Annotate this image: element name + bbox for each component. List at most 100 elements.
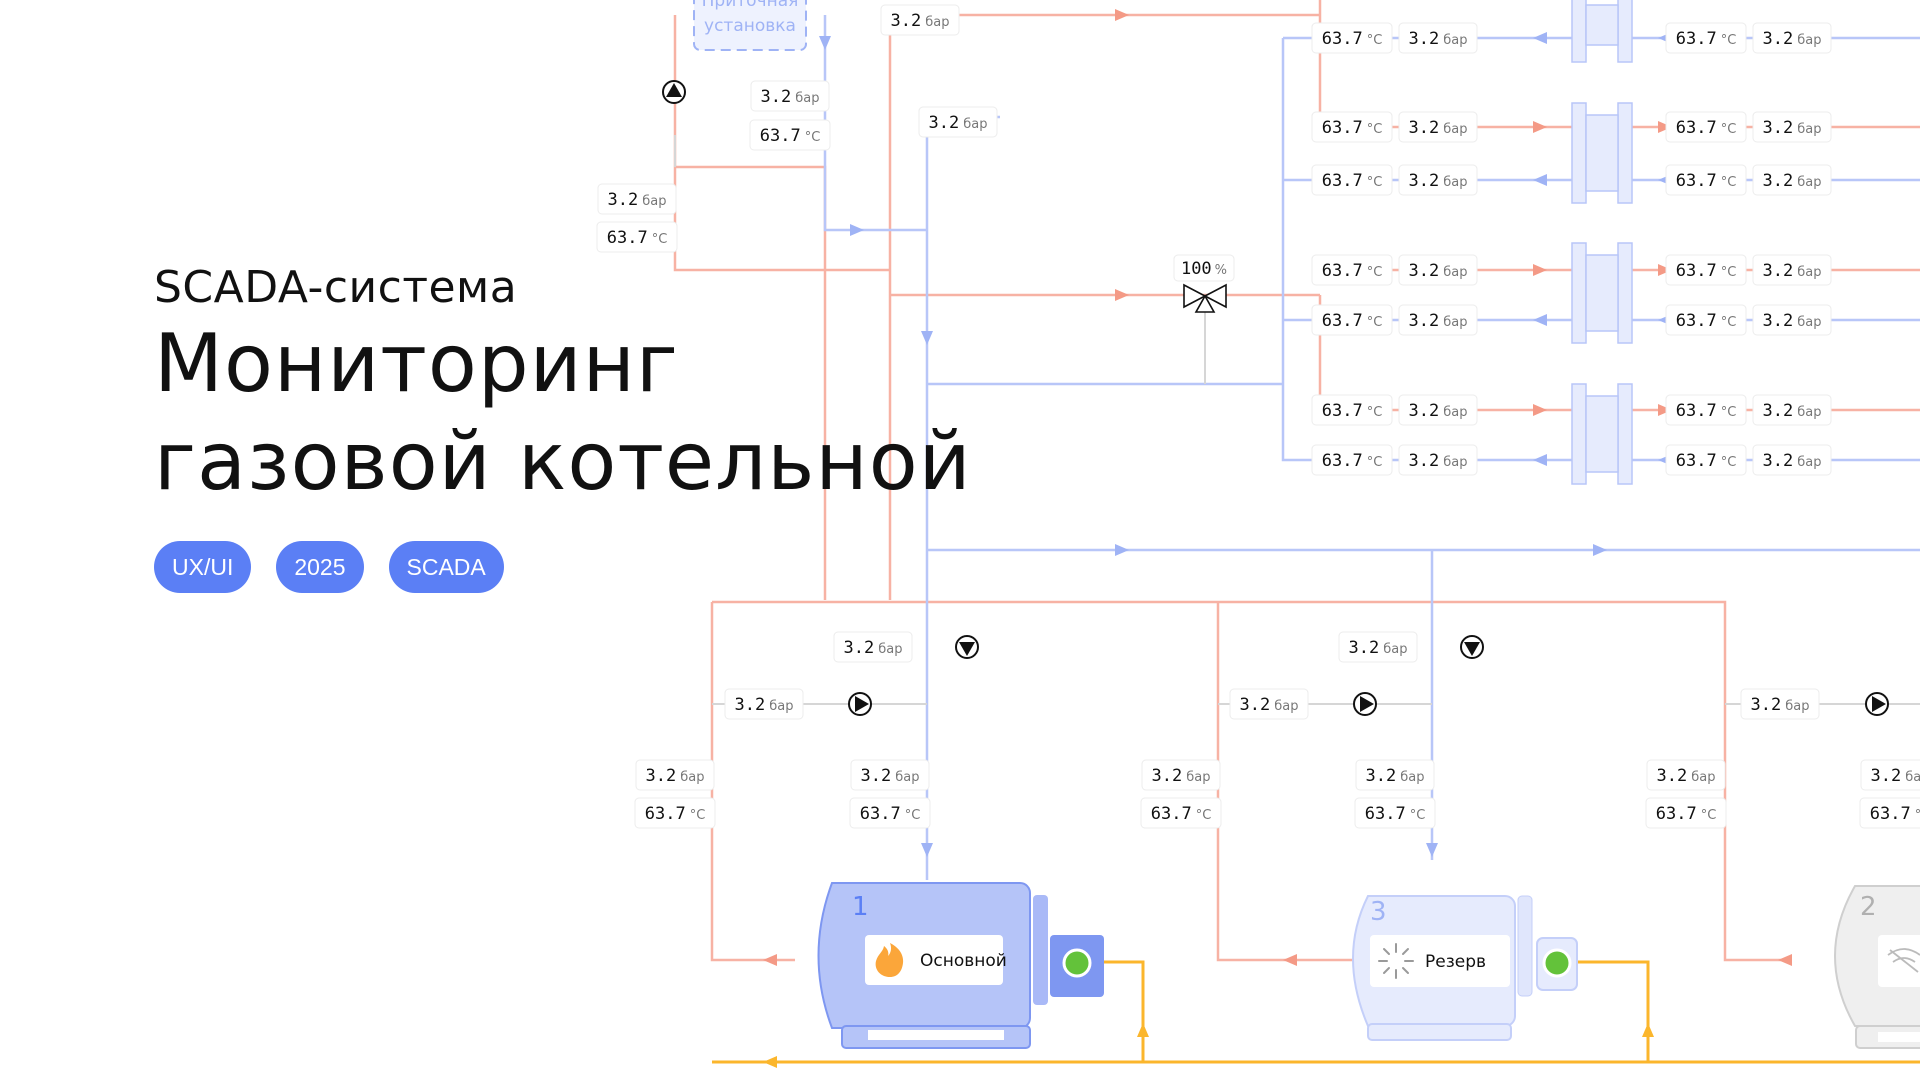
reading-unit: бар (1797, 265, 1821, 280)
supply-unit-label-1: Приточная (702, 0, 799, 11)
reading-value: 63.7 (1676, 311, 1717, 331)
valve-open-unit: % (1215, 263, 1227, 278)
boiler-2-number: 2 (1860, 892, 1877, 922)
reading-unit: °C (1721, 33, 1737, 48)
reading-unit: °C (1196, 808, 1212, 823)
page-title-line-2: газовой котельной (154, 415, 972, 508)
svg-text:63.7°C: 63.7°C (607, 228, 668, 248)
supply-air-unit[interactable]: Приточная установка (693, 0, 807, 51)
reading-value: 3.2 (1657, 766, 1688, 786)
temperature-reading: 63.7°C (1311, 111, 1393, 143)
reading-unit: бар (680, 770, 704, 785)
temperature-reading: 63.7 °C (1311, 164, 1393, 196)
svg-text:63.7°C: 63.7°C (1322, 311, 1383, 331)
temperature-reading: 63.7°C (1859, 797, 1920, 829)
reading-unit: °C (1367, 33, 1383, 48)
temperature-reading: 63.7°C (1311, 304, 1393, 336)
reading-value: 3.2 (1409, 29, 1440, 49)
reading-value: 3.2 (1152, 766, 1183, 786)
temperature-reading: 63.7 °C (1665, 22, 1747, 54)
svg-text:63.7°C: 63.7°C (1322, 401, 1383, 421)
reading-unit: °C (1367, 175, 1383, 190)
reading-unit: бар (642, 194, 666, 209)
reading-value: 63.7 (1151, 804, 1192, 824)
reading-unit: бар (1443, 33, 1467, 48)
svg-text:63.7°C: 63.7°C (1870, 804, 1920, 824)
svg-text:63.7°C: 63.7°C (1322, 451, 1383, 471)
svg-text:63.7°C: 63.7 °C (1676, 29, 1737, 49)
reading-value: 3.2 (861, 766, 892, 786)
reading-unit: бар (769, 699, 793, 714)
reading-unit: бар (1905, 770, 1920, 785)
svg-text:63.7°C: 63.7°C (1676, 311, 1737, 331)
reading-value: 63.7 (760, 126, 801, 146)
boiler-2[interactable]: 2 (1834, 885, 1920, 1049)
pump-icon (1865, 692, 1889, 716)
reading-value: 3.2 (1409, 401, 1440, 421)
temperature-reading: 63.7°C (634, 797, 716, 829)
tag-uxui[interactable]: UX/UI (154, 541, 252, 593)
reading-unit: бар (1797, 455, 1821, 470)
temperature-reading: 63.7°C (1665, 111, 1747, 143)
reading-value: 3.2 (1763, 171, 1794, 191)
temperature-reading: 63.7°C (1354, 797, 1436, 829)
svg-text:63.7°C: 63.7 °C (1322, 171, 1383, 191)
no-signal-icon (1887, 948, 1920, 973)
reading-value: 3.2 (735, 695, 766, 715)
spinner-icon (1378, 943, 1414, 979)
temperature-reading: 63.7°C (1665, 164, 1747, 196)
reading-value: 3.2 (844, 638, 875, 658)
pump-icon (1460, 635, 1484, 659)
reading-value: 63.7 (1322, 171, 1363, 191)
page-title-line-1: Мониторинг (154, 317, 679, 410)
reading-value: 3.2 (1409, 171, 1440, 191)
temperature-reading: 63.7°C (1665, 254, 1747, 286)
tag-list: UX/UI 2025 SCADA (154, 541, 504, 593)
reading-value: 63.7 (645, 804, 686, 824)
reading-value: 63.7 (1676, 29, 1717, 49)
reading-value: 3.2 (1763, 451, 1794, 471)
svg-text:63.7°C: 63.7°C (760, 126, 821, 146)
reading-value: 3.2 (761, 87, 792, 107)
temperature-reading: 63.7°C (849, 797, 931, 829)
reading-unit: бар (1797, 33, 1821, 48)
temperature-reading: 63.7°C (1665, 304, 1747, 336)
boiler-3[interactable]: 3 Резерв (1352, 895, 1578, 1041)
tag-scada[interactable]: SCADA (388, 541, 504, 593)
reading-value: 3.2 (1409, 118, 1440, 138)
reading-unit: бар (1797, 315, 1821, 330)
reading-value: 3.2 (891, 11, 922, 31)
three-way-valve-icon[interactable] (1183, 283, 1227, 313)
reading-value: 3.2 (1763, 261, 1794, 281)
boiler-1[interactable]: 1 Основной (817, 882, 1105, 1049)
temperature-reading: 63.7°C (1645, 797, 1727, 829)
tag-year[interactable]: 2025 (276, 541, 364, 593)
reading-unit: °C (1410, 808, 1426, 823)
reading-value: 3.2 (1763, 311, 1794, 331)
temperature-reading: 63.7°C (1311, 394, 1393, 426)
boiler-3-number: 3 (1370, 897, 1387, 927)
